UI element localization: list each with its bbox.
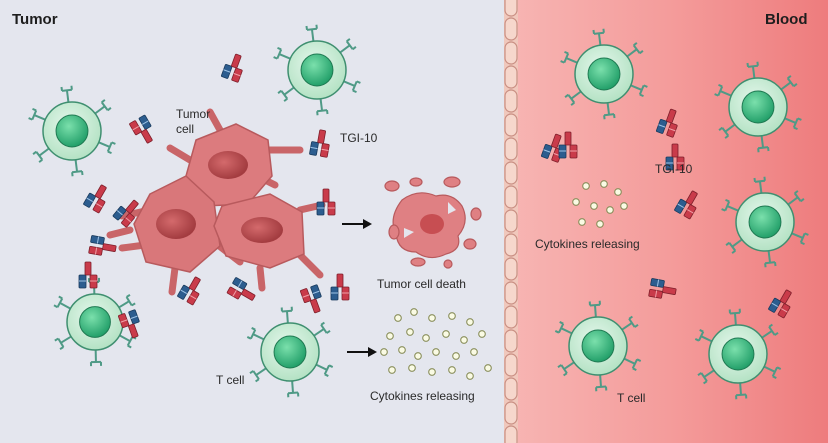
- cytokine-dot: [606, 206, 614, 214]
- arrow-icon: [342, 219, 372, 229]
- tumor-cell-nucleus: [156, 209, 196, 239]
- cytokine-dot: [452, 352, 460, 360]
- cytokine-dot: [432, 348, 440, 356]
- tumor-cell-nucleus: [208, 151, 248, 179]
- arrow-icon: [347, 347, 377, 357]
- antibody-icon: [78, 261, 98, 289]
- cytokines-label-left: Cytokines releasing: [370, 389, 475, 403]
- t-cell: [554, 300, 642, 392]
- antibody-icon: [674, 190, 698, 220]
- cytokine-dot: [448, 366, 456, 374]
- cytokine-dot: [470, 348, 478, 356]
- antibody-icon: [221, 53, 243, 83]
- antibody-icon: [112, 199, 139, 228]
- t-cell: [721, 176, 809, 268]
- cytokine-dot: [620, 202, 628, 210]
- tumor-title: Tumor: [12, 11, 58, 28]
- t-cell: [53, 277, 137, 367]
- cytokine-dot: [478, 330, 486, 338]
- cytokine-dot: [380, 348, 388, 356]
- cytokine-dot: [428, 314, 436, 322]
- t-cell: [273, 24, 361, 116]
- tumor-cell-nucleus: [241, 217, 283, 243]
- tgi-label-left: TGI-10: [340, 131, 378, 145]
- cytokine-dot: [448, 312, 456, 320]
- cytokine-dot: [484, 364, 492, 372]
- cytokine-dot: [414, 352, 422, 360]
- antibody-icon: [177, 276, 201, 306]
- cytokine-dot: [572, 198, 580, 206]
- cytokine-dot: [406, 328, 414, 336]
- cytokine-dot: [398, 346, 406, 354]
- cytokine-dot: [428, 368, 436, 376]
- cytokine-dot: [442, 330, 450, 338]
- antibody-icon: [558, 131, 578, 159]
- t-cell: [714, 61, 802, 153]
- cytokine-dot: [460, 336, 468, 344]
- antibody-icon: [648, 278, 677, 299]
- tumor-cell-death-label: Tumor cell death: [377, 277, 466, 291]
- antibody-icon: [300, 284, 322, 314]
- cytokine-dot: [596, 220, 604, 228]
- antibody-icon: [316, 188, 336, 216]
- antibody-icon: [118, 309, 140, 339]
- cytokine-dot: [410, 308, 418, 316]
- cytokine-dot: [394, 314, 402, 322]
- cytokine-dot: [582, 182, 590, 190]
- dying-tumor-cell: [384, 176, 482, 269]
- antibody-icon: [309, 129, 330, 158]
- cytokine-dot: [422, 334, 430, 342]
- t-cell: [28, 85, 116, 177]
- antibody-icon: [83, 184, 107, 214]
- cytokine-dot: [388, 366, 396, 374]
- antibody-icon: [665, 143, 685, 171]
- t-cell: [694, 308, 782, 400]
- cytokine-dot: [386, 332, 394, 340]
- cytokine-dot: [614, 188, 622, 196]
- antibody-icon: [88, 235, 117, 256]
- antibody-icon: [330, 273, 350, 301]
- cytokine-dot: [466, 372, 474, 380]
- cytokine-dot: [408, 364, 416, 372]
- cytokine-dot: [578, 218, 586, 226]
- t-cell: [560, 28, 648, 120]
- tgi-label-right: TGI-10: [655, 162, 693, 176]
- antibody-icon: [129, 114, 153, 144]
- cytokine-dot: [590, 202, 598, 210]
- cytokine-dot: [466, 318, 474, 326]
- antibody-icon: [768, 289, 792, 319]
- tumor-cell-label-line2: cell: [176, 122, 194, 136]
- tumor-cell-label-line1: Tumor: [176, 107, 210, 121]
- t-cell: [246, 306, 334, 398]
- cytokines-label-right: Cytokines releasing: [535, 237, 640, 251]
- tumor-cell-cluster: [106, 108, 326, 296]
- t-cell-label-right: T cell: [617, 391, 645, 405]
- antibody-icon: [656, 108, 678, 138]
- vessel-wall: [504, 0, 518, 443]
- antibody-icon: [226, 277, 256, 301]
- cytokine-dot: [600, 180, 608, 188]
- t-cell-label-left: T cell: [216, 373, 244, 387]
- blood-title: Blood: [765, 11, 808, 28]
